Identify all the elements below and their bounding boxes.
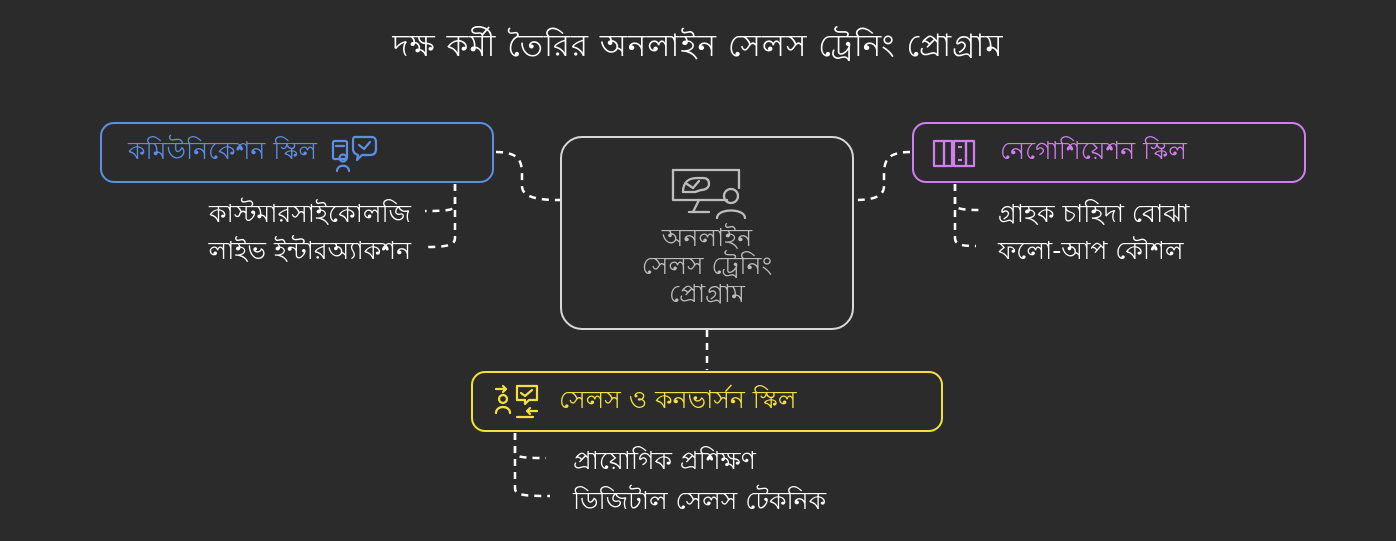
connector-comm-item-2 (423, 184, 457, 249)
communication-skill-box[interactable]: কমিউনিকেশন স্কিল (100, 122, 494, 183)
central-program-title-line-3: প্রোগ্রাম (669, 279, 745, 308)
central-program-title-line-1: অনলাইন (661, 223, 753, 252)
negotiation-item-follow-up-strategy: ফলো-আপ কৌশল (998, 236, 1184, 265)
connector-nego-item-1 (953, 184, 985, 212)
negotiation-skill-box[interactable]: নেগোশিয়েশন স্কিল (912, 122, 1306, 183)
sales-conversion-skill-box[interactable]: সেলস ও কনভার্সন স্কিল (471, 371, 943, 432)
connector-comm-center (495, 150, 561, 202)
exchange-icon (493, 383, 541, 421)
communication-item-customer-psychology: কাস্টমারসাইকোলজি (208, 199, 411, 228)
books-icon (932, 137, 984, 169)
communication-skill-label: কমিউনিকেশন স্কিল (128, 136, 318, 165)
central-program-node[interactable]: অনলাইন সেলস ট্রেনিং প্রোগ্রাম (560, 136, 854, 330)
sales-item-digital-sales-technique: ডিজিটাল সেলস টেকনিক (573, 486, 827, 515)
communication-item-live-interaction: লাইভ ইন্টারঅ্যাকশন (208, 236, 412, 265)
connector-sales-item-1 (513, 433, 547, 460)
connector-comm-item-1 (424, 184, 457, 213)
negotiation-skill-label: নেগোশিয়েশন স্কিল (1000, 136, 1187, 165)
central-program-title-line-2: সেলস ট্রেনিং (641, 251, 773, 280)
connector-nego-center (853, 150, 911, 202)
sales-item-practical-training: প্রায়োগিক প্রশিক্ষণ (573, 446, 756, 475)
person-chat-icon (331, 133, 379, 173)
negotiation-item-understanding-customer-needs: গ্রাহক চাহিদা বোঝা (998, 199, 1190, 228)
diagram-title: দক্ষ কর্মী তৈরির অনলাইন সেলস ট্রেনিং প্র… (392, 28, 1004, 64)
sales-conversion-skill-label: সেলস ও কনভার্সন স্কিল (559, 385, 797, 414)
presentation-person-icon (669, 164, 749, 226)
connector-nego-item-2 (953, 184, 977, 248)
connector-sales-item-2 (513, 433, 551, 498)
